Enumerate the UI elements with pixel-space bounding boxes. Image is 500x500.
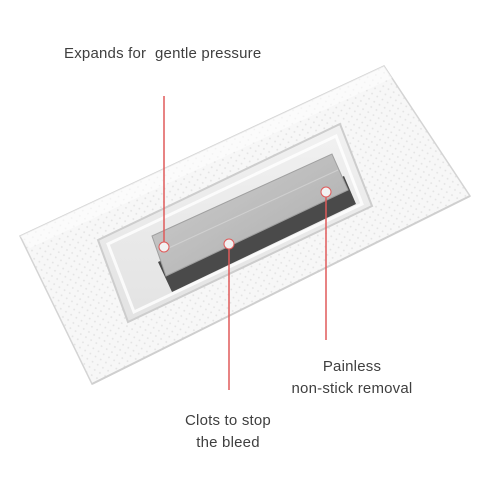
hemostatic-pad: [151, 153, 356, 292]
callout-clots: [223, 238, 235, 390]
callout-label-clots: Clots to stop the bleed: [185, 412, 271, 451]
callout-label-expands: Expands for gentle pressure: [64, 45, 262, 62]
callout-label-painless: Painless non-stick removal: [291, 358, 413, 397]
callout-painless: [320, 186, 332, 340]
callout-expands: [158, 96, 170, 253]
